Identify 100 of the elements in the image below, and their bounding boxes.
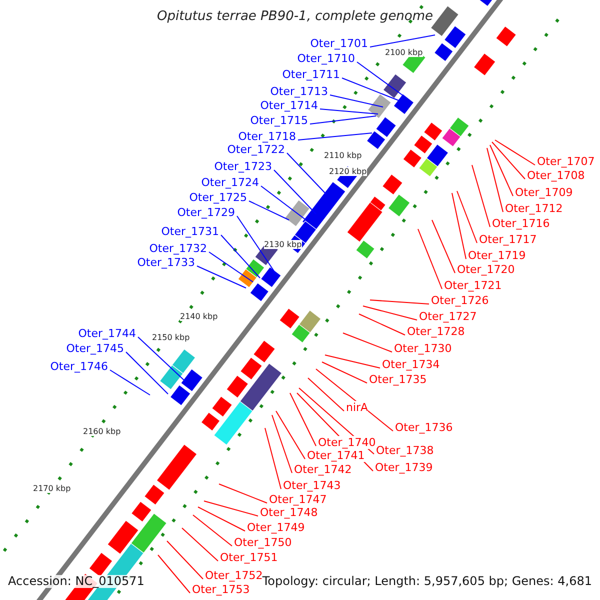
leader-line bbox=[218, 484, 268, 504]
gene-label: Oter_1711 bbox=[282, 68, 340, 81]
gene-label: Oter_1710 bbox=[297, 52, 355, 65]
gene-label: Oter_1732 bbox=[149, 242, 207, 255]
leader-line bbox=[308, 378, 344, 412]
scale-tick-label: 2140 kbp bbox=[180, 312, 218, 321]
leader-line bbox=[196, 266, 246, 288]
gene-label: Oter_1741 bbox=[307, 449, 365, 462]
scale-tick-label: 2120 kbp bbox=[329, 167, 367, 176]
leader-line bbox=[370, 300, 430, 304]
gene-label: Oter_1739 bbox=[375, 461, 433, 474]
leader-line bbox=[220, 234, 260, 278]
gene-label: Oter_1717 bbox=[479, 233, 537, 246]
leader-line bbox=[370, 34, 436, 48]
gene-label: Oter_1729 bbox=[177, 206, 235, 219]
leader-line bbox=[290, 392, 316, 446]
gene-label: Oter_1712 bbox=[505, 202, 563, 215]
gene-label: Oter_1753 bbox=[192, 583, 250, 596]
scale-tick-label: 2100 kbp bbox=[385, 48, 423, 57]
leader-line bbox=[456, 190, 478, 244]
gene-label: Oter_1726 bbox=[431, 294, 489, 307]
leader-line bbox=[330, 94, 384, 108]
gene-label: Oter_1709 bbox=[515, 186, 573, 199]
leader-line bbox=[286, 152, 326, 194]
leader-line bbox=[182, 528, 218, 562]
gene-label: Oter_1713 bbox=[270, 85, 328, 98]
leader-line bbox=[492, 142, 526, 180]
gene-label: Oter_1736 bbox=[395, 421, 453, 434]
leader-line bbox=[208, 252, 254, 282]
gene-label: Oter_1718 bbox=[238, 130, 296, 143]
gene-label: Oter_1725 bbox=[189, 191, 247, 204]
gene-label: Oter_1748 bbox=[260, 506, 318, 519]
gene-label: Oter_1735 bbox=[369, 373, 427, 386]
gene-label: Oter_1730 bbox=[394, 342, 452, 355]
leader-line bbox=[248, 200, 290, 220]
leader-line bbox=[342, 332, 392, 352]
leader-line bbox=[310, 116, 376, 124]
gene-label: Oter_1738 bbox=[376, 444, 434, 457]
gene-label: Oter_1716 bbox=[492, 217, 550, 230]
leader-line bbox=[276, 410, 306, 460]
scale-tick-label: 2170 kbp bbox=[33, 484, 71, 493]
scale-tick-label: 2150 kbp bbox=[152, 333, 190, 342]
leader-line bbox=[236, 216, 276, 274]
scale-tick-label: 2130 kbp bbox=[264, 240, 302, 249]
leader-line bbox=[342, 78, 400, 102]
leader-line bbox=[486, 148, 504, 212]
leader-line bbox=[110, 370, 150, 396]
leader-line bbox=[358, 314, 406, 336]
gene-label: Oter_1714 bbox=[260, 99, 318, 112]
leader-line bbox=[452, 192, 466, 260]
leader-line bbox=[166, 540, 204, 580]
gene-label: Oter_1734 bbox=[382, 358, 440, 371]
map-title: Opitutus terrae PB90-1, complete genome bbox=[157, 10, 434, 23]
leader-line bbox=[316, 368, 394, 432]
gene-label: Oter_1701 bbox=[310, 37, 368, 50]
leader-line bbox=[158, 554, 190, 594]
gene-label: Oter_1728 bbox=[407, 325, 465, 338]
leader-line bbox=[198, 506, 246, 532]
gene-label: Oter_1731 bbox=[161, 225, 219, 238]
gene-label: Oter_1715 bbox=[250, 114, 308, 127]
gene-label: Oter_1749 bbox=[247, 521, 305, 534]
leader-line bbox=[138, 336, 186, 382]
gene-label: Oter_1746 bbox=[50, 360, 108, 373]
gene-label: Oter_1744 bbox=[78, 327, 136, 340]
gene-label: Oter_1745 bbox=[66, 342, 124, 355]
leader-line bbox=[362, 306, 418, 320]
leader-line bbox=[320, 108, 378, 114]
leader-line bbox=[472, 164, 490, 228]
gene-label: Oter_1740 bbox=[318, 436, 376, 449]
gene-label: Oter_1742 bbox=[294, 463, 352, 476]
gene-label: Oter_1722 bbox=[227, 143, 285, 156]
leader-line bbox=[126, 352, 168, 394]
gene-label: Oter_1743 bbox=[283, 479, 341, 492]
leader-line bbox=[418, 228, 442, 290]
leader-line bbox=[356, 62, 406, 98]
leader-line bbox=[322, 362, 368, 384]
accession-text: Accession: NC_010571 bbox=[8, 575, 144, 588]
gene-label: Oter_1751 bbox=[220, 551, 278, 564]
leader-line bbox=[432, 220, 456, 274]
leader-line bbox=[260, 186, 306, 220]
gene-label: Oter_1747 bbox=[269, 493, 327, 506]
gene-label: Oter_1752 bbox=[205, 569, 263, 582]
leader-line bbox=[490, 144, 514, 196]
gene-label: Oter_1708 bbox=[527, 169, 585, 182]
gene-label: Oter_1733 bbox=[137, 256, 195, 269]
leader-line bbox=[272, 414, 292, 474]
gene-label: Oter_1720 bbox=[457, 263, 515, 276]
gene-label: Oter_1727 bbox=[419, 310, 477, 323]
gene-label: Oter_1723 bbox=[214, 160, 272, 173]
gene-label: Oter_1724 bbox=[201, 176, 259, 189]
leader-line bbox=[324, 354, 380, 368]
scale-tick-label: 2160 kbp bbox=[83, 427, 121, 436]
scale-tick-label: 2110 kbp bbox=[324, 151, 362, 160]
leader-line bbox=[494, 140, 536, 166]
leader-line bbox=[204, 500, 258, 516]
genome-info-text: Topology: circular; Length: 5,957,605 bp; Genes: 4,681 bbox=[262, 575, 592, 588]
gene-label: nirA bbox=[346, 401, 368, 414]
leader-line bbox=[192, 514, 232, 546]
leader-line bbox=[264, 428, 282, 490]
gene-label: Oter_1707 bbox=[537, 155, 595, 168]
